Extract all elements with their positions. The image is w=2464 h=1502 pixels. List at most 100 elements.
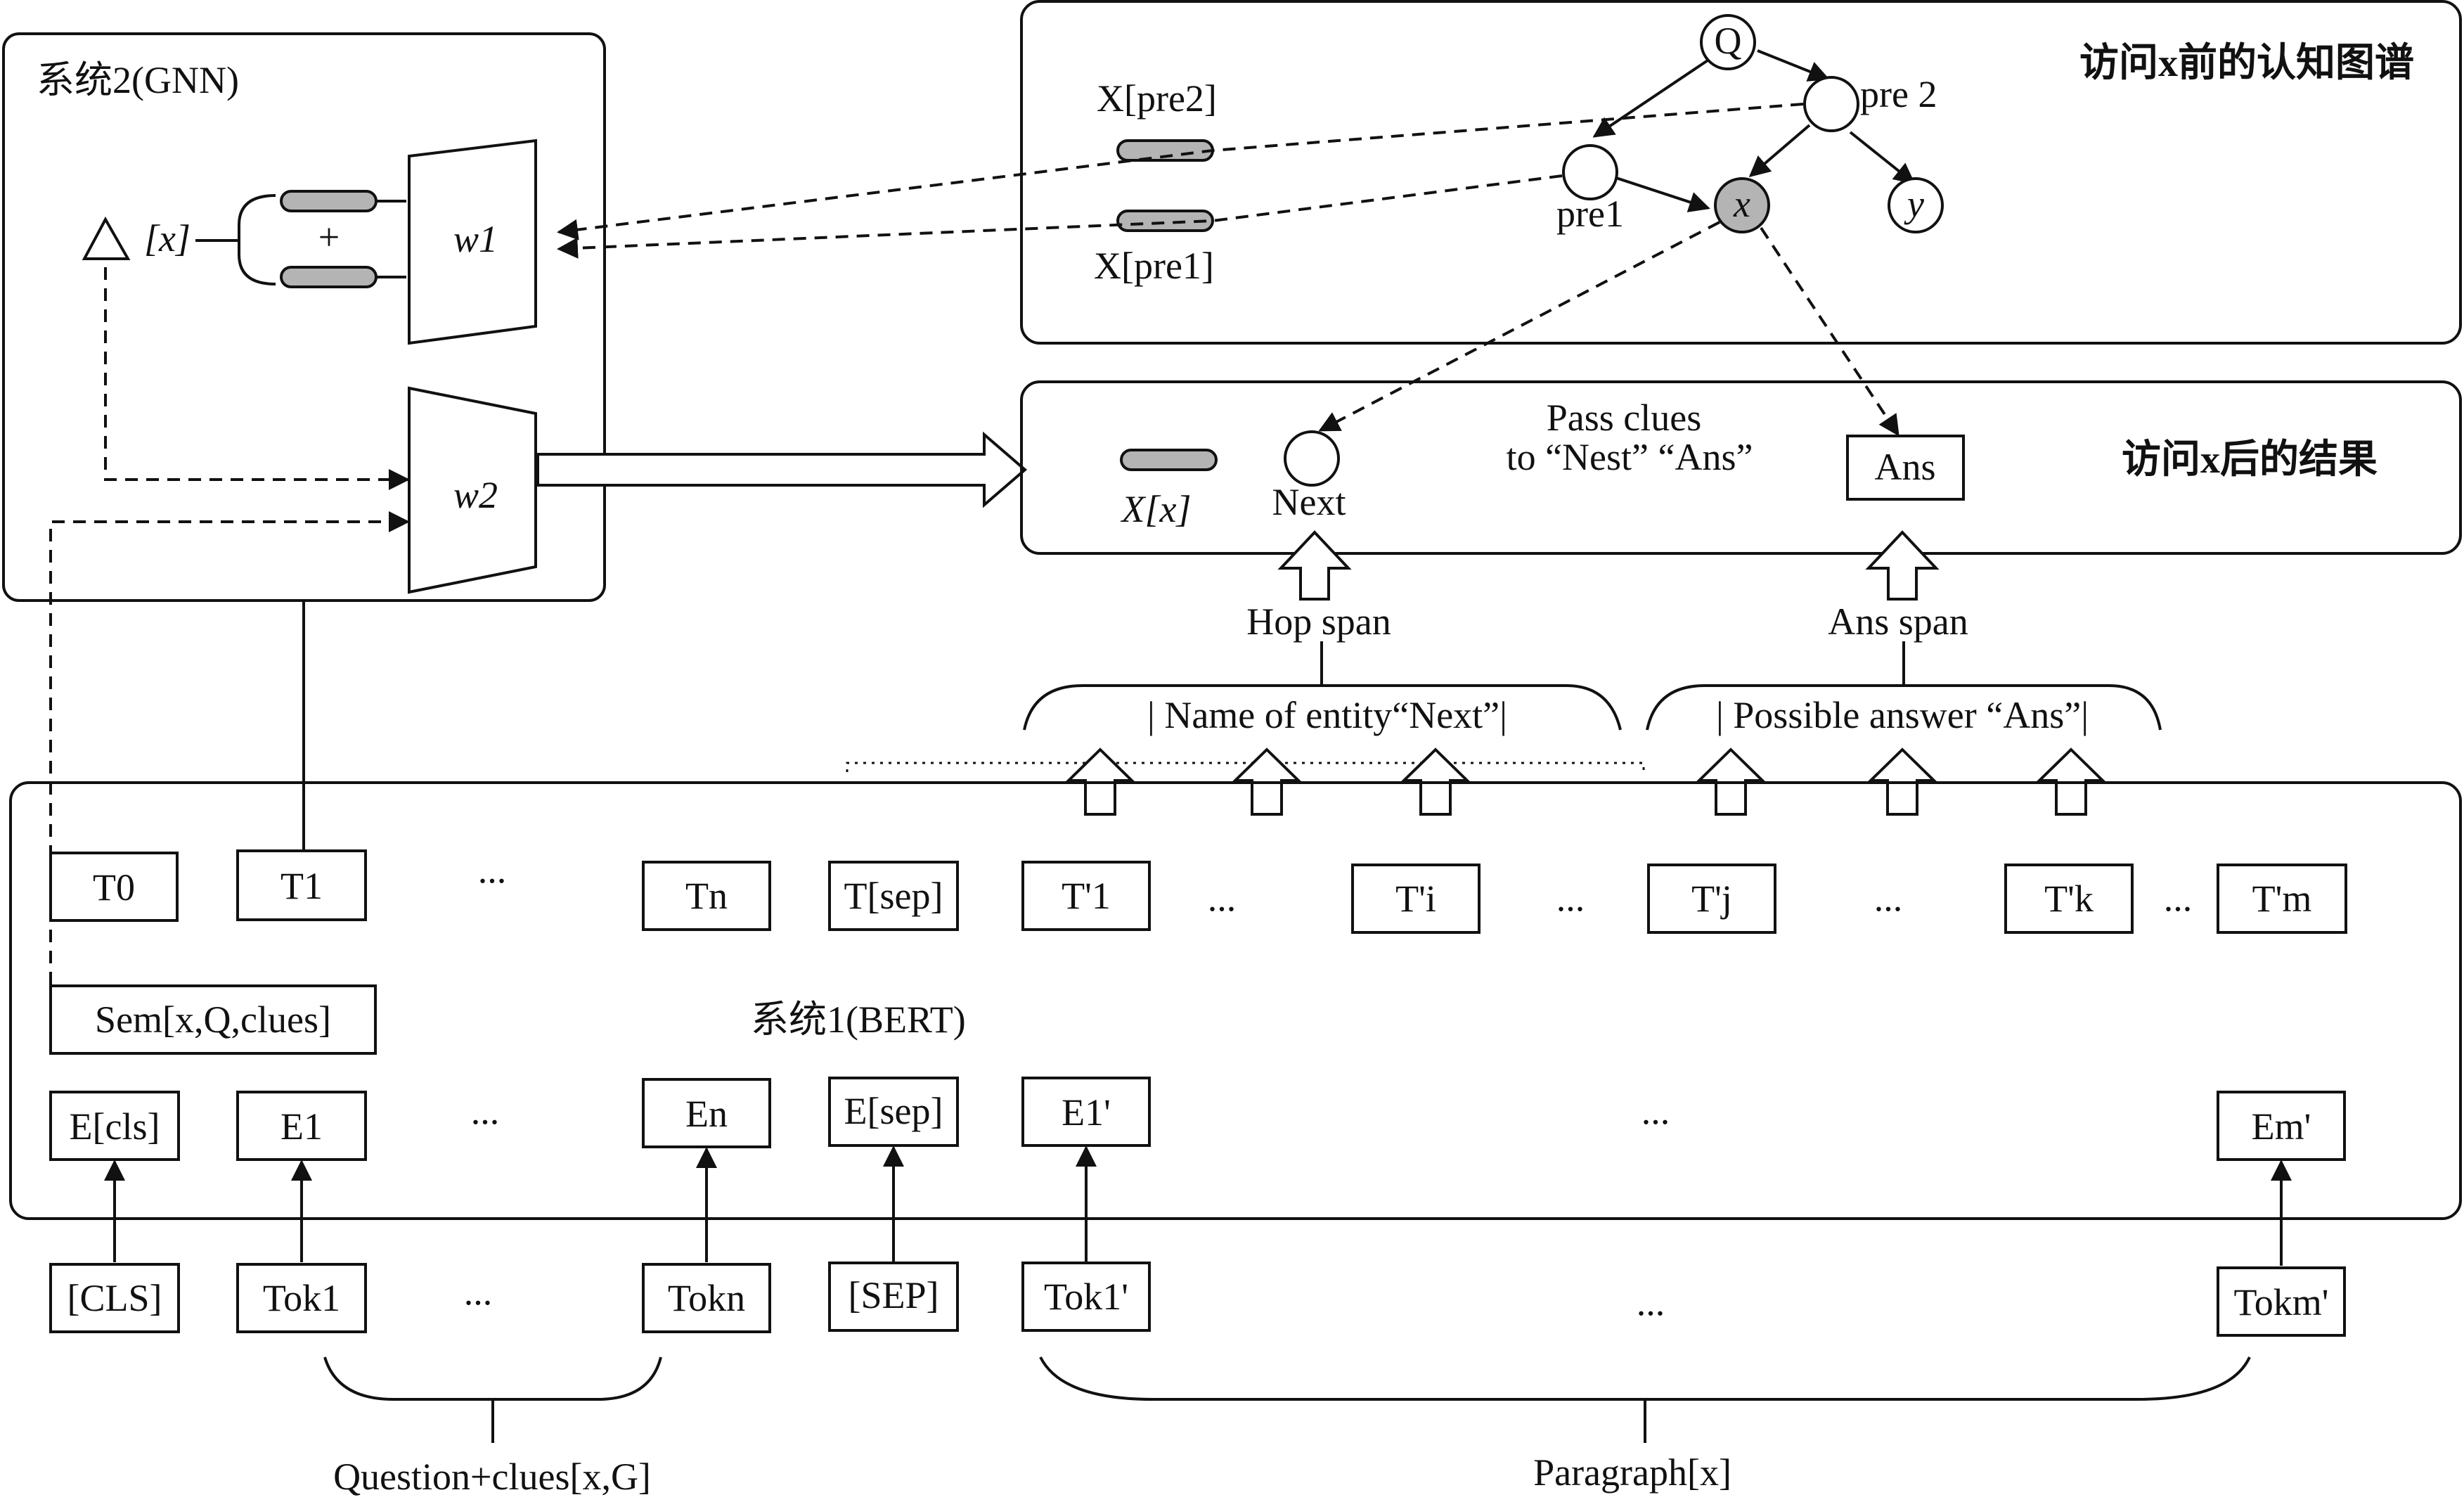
result-panel-title: 访问x后的结果 — [2122, 438, 2378, 482]
w1-label: w1 — [453, 218, 498, 260]
tok-ellipsis-2: ... — [1637, 1281, 1665, 1323]
entity-span-text: | Name of entity“Next”| — [1147, 694, 1507, 736]
e-ellipsis-2: ... — [1641, 1090, 1670, 1132]
epm-label: Em' — [2252, 1105, 2311, 1148]
ecls-label: E[cls] — [70, 1105, 160, 1148]
ans-up-arrow — [1865, 530, 1940, 601]
tpj-label: T'j — [1691, 878, 1732, 920]
x-bracket-label: [x] — [144, 217, 191, 259]
w2-label: w2 — [453, 474, 498, 516]
vector-pill-bottom — [280, 266, 378, 288]
tokp1-label: Tok1' — [1044, 1276, 1128, 1318]
hop-span-label: Hop span — [1246, 601, 1391, 643]
tokpm-box — [2217, 1266, 2346, 1337]
w1-layer — [408, 139, 537, 345]
tpj-box — [1647, 864, 1776, 934]
next-label: Next — [1272, 481, 1346, 523]
e1-label: E1 — [280, 1105, 323, 1148]
tokn-box — [642, 1263, 771, 1333]
node-pre1 — [1562, 144, 1618, 200]
tok1-label: Tok1 — [263, 1277, 340, 1319]
entity-brace — [1023, 684, 1622, 731]
sem-box — [49, 984, 377, 1055]
token-row: [CLS] Tok1 ... Tokn [SEP] Tok1' ... Tokm… — [49, 1262, 2346, 1337]
question-label: Question+clues[x,G] — [333, 1456, 651, 1498]
pass-clues-line2: to “Nest” “Ans” — [1507, 436, 1753, 478]
tp1-box — [1021, 861, 1151, 931]
xpre1-label: X[pre1] — [1094, 245, 1214, 287]
t-ellipsis-4: ... — [1874, 877, 1903, 919]
tpk-box — [2004, 864, 2134, 934]
result-panel: X[x] Next Pass clues to “Nest” “Ans” Ans… — [1020, 380, 2462, 555]
en-label: En — [685, 1093, 728, 1135]
node-q-label: Q — [1715, 20, 1742, 62]
tn-label: Tn — [685, 875, 728, 917]
cls-token-label: [CLS] — [67, 1277, 162, 1319]
ans-label: Ans — [1874, 446, 1935, 488]
dotted-span-guide — [846, 762, 1645, 772]
graph-panel-title: 访问x前的认知图谱 — [2079, 41, 2414, 85]
ep1-label: E1' — [1062, 1091, 1111, 1134]
tpi-box — [1351, 864, 1481, 934]
ans-span-label: Ans span — [1828, 601, 1968, 643]
tn-box — [642, 861, 771, 931]
ans-box — [1846, 435, 1965, 501]
e1-box — [236, 1091, 367, 1161]
bert-panel: T0 T1 ... Tn T[sep] T'1 ... T'i ... T'j … — [9, 781, 2462, 1220]
ecls-box — [49, 1091, 180, 1161]
tok-ellipsis-1: ... — [464, 1271, 493, 1313]
tokp1-box — [1021, 1262, 1151, 1332]
node-q — [1700, 14, 1756, 70]
xpre2-label: X[pre2] — [1097, 77, 1217, 120]
plus-sign: + — [318, 216, 340, 258]
next-node — [1284, 430, 1340, 487]
question-brace — [323, 1356, 662, 1401]
tpm-box — [2217, 864, 2347, 934]
esep-box — [828, 1077, 959, 1147]
t-ellipsis-1: ... — [478, 849, 507, 891]
answer-span-text: | Possible answer “Ans”| — [1716, 694, 2089, 736]
node-x — [1714, 177, 1770, 233]
vector-pill-top — [280, 190, 378, 212]
ep1-box — [1021, 1077, 1151, 1147]
node-y-label: y — [1904, 183, 1924, 225]
sep-token-label: [SEP] — [848, 1274, 938, 1316]
pass-clues-line1: Pass clues — [1547, 397, 1701, 439]
en-box — [642, 1078, 771, 1148]
tpk-label: T'k — [2044, 878, 2094, 920]
t-ellipsis-2: ... — [1208, 877, 1237, 919]
node-x-label: x — [1733, 183, 1750, 225]
paragraph-label: Paragraph[x] — [1533, 1451, 1731, 1494]
tokpm-label: Tokm' — [2234, 1281, 2329, 1323]
bert-title: 系统1(BERT) — [751, 999, 966, 1041]
xx-label: X[x] — [1121, 488, 1192, 530]
tpi-label: T'i — [1395, 878, 1436, 920]
t1-box — [236, 849, 367, 921]
xx-pill — [1120, 449, 1218, 471]
tokn-label: Tokn — [668, 1277, 745, 1319]
esep-label: E[sep] — [844, 1090, 943, 1132]
t0-label: T0 — [93, 866, 135, 909]
tpm-label: T'm — [2252, 878, 2312, 920]
token-arrows — [104, 1145, 2292, 1266]
node-pre1-label: pre1 — [1556, 193, 1624, 235]
tok1-box — [236, 1263, 367, 1333]
tsep-box — [828, 861, 959, 931]
hop-up-arrow — [1277, 530, 1352, 601]
t0-box — [49, 852, 179, 922]
answer-brace — [1646, 684, 2162, 731]
t-ellipsis-3: ... — [1556, 877, 1585, 919]
paragraph-brace — [1039, 1356, 2251, 1401]
system2-title: 系统2(GNN) — [37, 59, 239, 101]
node-pre2-label: pre 2 — [1860, 73, 1937, 115]
sem-label: Sem[x,Q,clues] — [95, 999, 331, 1041]
xpre1-pill — [1116, 210, 1214, 232]
system2-panel: 系统2(GNN) [x] + w1 w2 — [2, 32, 606, 602]
sep-token-box — [828, 1262, 959, 1332]
node-y — [1888, 177, 1944, 233]
t1-label: T1 — [280, 865, 323, 907]
e-ellipsis-1: ... — [471, 1090, 500, 1132]
triangle-icon — [82, 216, 131, 260]
w2-to-result-arrow — [536, 431, 1028, 508]
